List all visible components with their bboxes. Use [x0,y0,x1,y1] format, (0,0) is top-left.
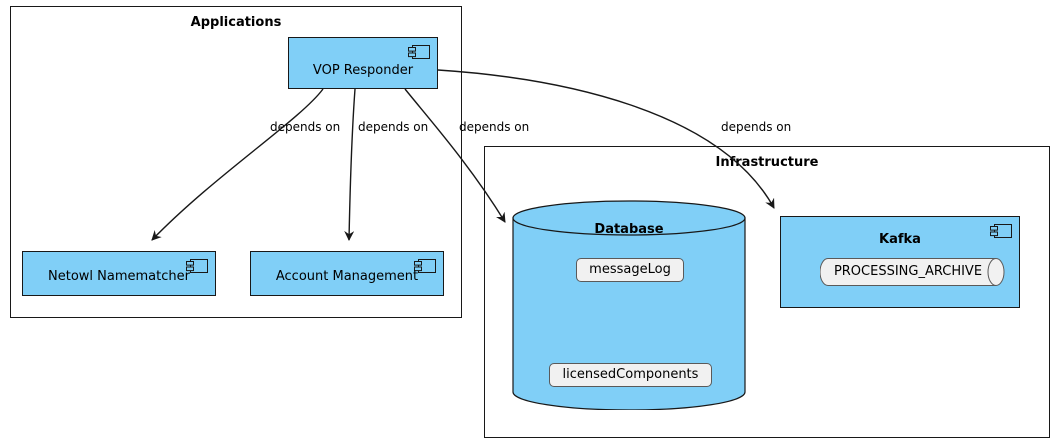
edge-label-depends-on-netowl: depends on [270,120,341,134]
component-netowl-namematcher-label: Netowl Namematcher [48,269,190,284]
node-database[interactable]: Database [512,200,746,410]
component-vop-responder[interactable]: VOP Responder [288,37,438,89]
component-account-management[interactable]: Account Management [250,251,444,296]
component-account-management-label: Account Management [275,269,419,284]
cylinder-shape [512,200,746,410]
uml-component-icon [990,224,1012,238]
uml-component-icon [186,259,208,273]
artifact-processing-archive-label: PROCESSING_ARCHIVE [833,264,983,279]
artifact-processing-archive[interactable]: PROCESSING_ARCHIVE [820,258,1010,286]
queue-shape [820,258,1005,286]
component-netowl-namematcher[interactable]: Netowl Namematcher [22,251,216,296]
artifact-licensedcomponents[interactable]: licensedComponents [549,363,712,387]
component-vop-responder-label: VOP Responder [312,63,414,78]
package-applications-title: Applications [190,15,282,30]
component-kafka-label: Kafka [879,232,921,247]
edge-label-depends-on-account: depends on [358,120,429,134]
uml-component-icon [414,259,436,273]
package-infrastructure-title: Infrastructure [715,155,819,170]
uml-component-icon [408,45,430,59]
edge-label-depends-on-kafka: depends on [721,120,792,134]
edge-label-depends-on-database: depends on [459,120,530,134]
artifact-messagelog[interactable]: messageLog [576,258,684,282]
node-database-label: Database [594,222,664,237]
